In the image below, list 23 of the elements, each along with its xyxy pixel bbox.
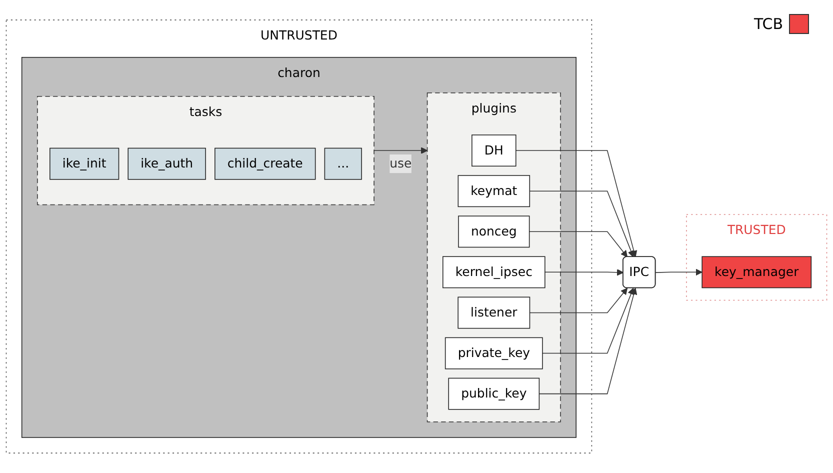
arrow — [538, 288, 638, 394]
node-box: nonceg — [458, 216, 530, 248]
arrow — [542, 288, 634, 354]
arrow — [529, 190, 634, 258]
node-box: DH — [472, 134, 516, 167]
arrow — [529, 288, 628, 314]
arrow — [544, 268, 624, 276]
node-box: public_key — [448, 378, 540, 410]
legend-label: TCB — [754, 15, 783, 33]
node-box: key_manager — [702, 256, 812, 288]
node-box: private_key — [444, 337, 543, 370]
arrow — [655, 268, 702, 276]
node-box: ... — [324, 148, 362, 180]
node-box: keymat — [458, 175, 530, 208]
node-box: ike_init — [50, 148, 120, 180]
node-box: ike_auth — [128, 148, 206, 180]
node-box: kernel_ipsec — [442, 256, 546, 288]
arrow — [516, 150, 638, 258]
node-box: child_create — [214, 148, 316, 180]
node-box: listener — [458, 296, 530, 329]
edge-label: use — [390, 156, 412, 171]
arrow — [374, 147, 428, 154]
arrow — [528, 231, 628, 258]
